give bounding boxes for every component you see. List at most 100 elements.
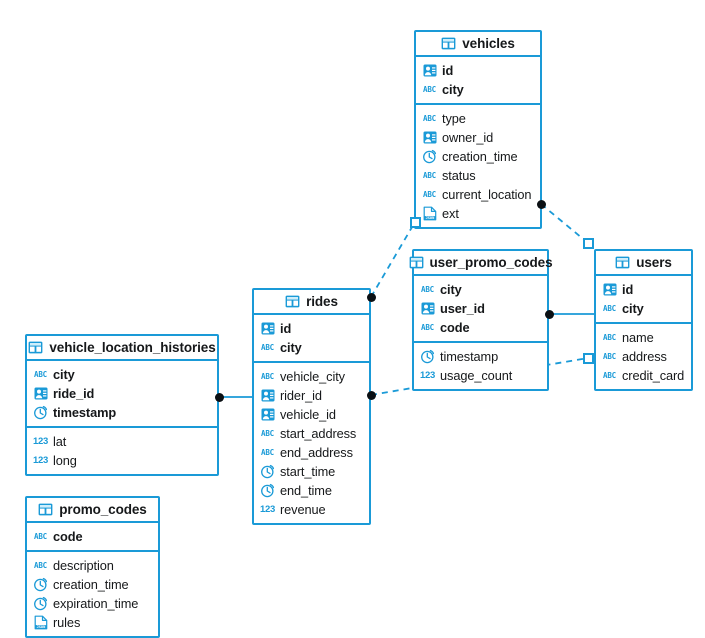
key-icon — [602, 282, 617, 297]
column-name: address — [622, 349, 667, 364]
key-icon — [420, 301, 435, 316]
column-row[interactable]: timestamp — [27, 403, 217, 422]
key-icon — [260, 388, 275, 403]
table-title: promo_codes — [59, 502, 147, 517]
column-name: credit_card — [622, 368, 685, 383]
column-row[interactable]: expiration_time — [27, 594, 158, 613]
number-icon: 123 — [420, 369, 435, 381]
abc-icon: ABC — [423, 113, 436, 123]
edge-vehicles-to-users[interactable] — [540, 203, 589, 244]
svg-text:JSON: JSON — [425, 216, 434, 220]
clock-icon — [260, 483, 275, 498]
abc-icon: ABC — [603, 332, 616, 342]
column-name: timestamp — [440, 349, 499, 364]
column-name: usage_count — [440, 368, 513, 383]
table-header-vehicle_location_histories[interactable]: vehicle_location_histories — [27, 336, 217, 361]
column-name: city — [440, 282, 462, 297]
column-name: ext — [442, 206, 459, 221]
column-row[interactable]: id — [254, 319, 369, 338]
table-icon — [285, 294, 300, 309]
edge-target-marker-square — [582, 352, 594, 364]
column-row[interactable]: timestamp — [414, 347, 547, 366]
column-name: creation_time — [53, 577, 129, 592]
clock-icon — [260, 464, 275, 479]
abc-icon: ABC — [34, 560, 47, 570]
column-name: rider_id — [280, 388, 322, 403]
abc-icon: ABC — [421, 284, 434, 294]
column-row[interactable]: creation_time — [27, 575, 158, 594]
column-name: id — [622, 282, 634, 297]
column-row[interactable]: ride_id — [27, 384, 217, 403]
column-name: city — [280, 340, 302, 355]
column-row[interactable]: creation_time — [416, 147, 540, 166]
column-row[interactable]: id — [596, 280, 691, 299]
key-icon — [260, 407, 275, 422]
column-row[interactable]: id — [416, 61, 540, 80]
table-header-user_promo_codes[interactable]: user_promo_codes — [409, 251, 553, 276]
table-header-vehicles[interactable]: vehicles — [416, 32, 540, 57]
number-icon: 123 — [33, 454, 48, 466]
column-row[interactable]: end_time — [254, 481, 369, 500]
abc-icon: ABC — [421, 322, 434, 332]
column-name: end_address — [280, 445, 353, 460]
column-name: revenue — [280, 502, 326, 517]
column-name: start_time — [280, 464, 336, 479]
column-row[interactable]: JSON rules — [27, 613, 158, 632]
table-title: user_promo_codes — [429, 255, 553, 270]
column-row[interactable]: rider_id — [254, 386, 369, 405]
table-title: rides — [306, 294, 338, 309]
table-header-promo_codes[interactable]: promo_codes — [27, 498, 158, 523]
column-name: rules — [53, 615, 81, 630]
column-row[interactable]: vehicle_id — [254, 405, 369, 424]
table-header-users[interactable]: users — [596, 251, 691, 276]
column-name: code — [53, 529, 83, 544]
table-header-rides[interactable]: rides — [254, 290, 369, 315]
column-name: id — [280, 321, 292, 336]
column-row[interactable]: owner_id — [416, 128, 540, 147]
column-name: city — [442, 82, 464, 97]
abc-icon: ABC — [34, 369, 47, 379]
column-row[interactable]: start_time — [254, 462, 369, 481]
json-icon: JSON — [33, 615, 48, 630]
table-icon — [615, 255, 630, 270]
json-icon: JSON — [422, 206, 437, 221]
table-icon — [409, 255, 424, 270]
column-row[interactable]: ABC city — [414, 280, 547, 299]
column-row[interactable]: 123 usage_count — [414, 366, 547, 385]
column-name: vehicle_id — [280, 407, 336, 422]
column-row[interactable]: JSON ext — [416, 204, 540, 223]
column-name: city — [622, 301, 644, 316]
column-row[interactable]: user_id — [414, 299, 547, 318]
edge-target-marker-square — [582, 237, 594, 249]
